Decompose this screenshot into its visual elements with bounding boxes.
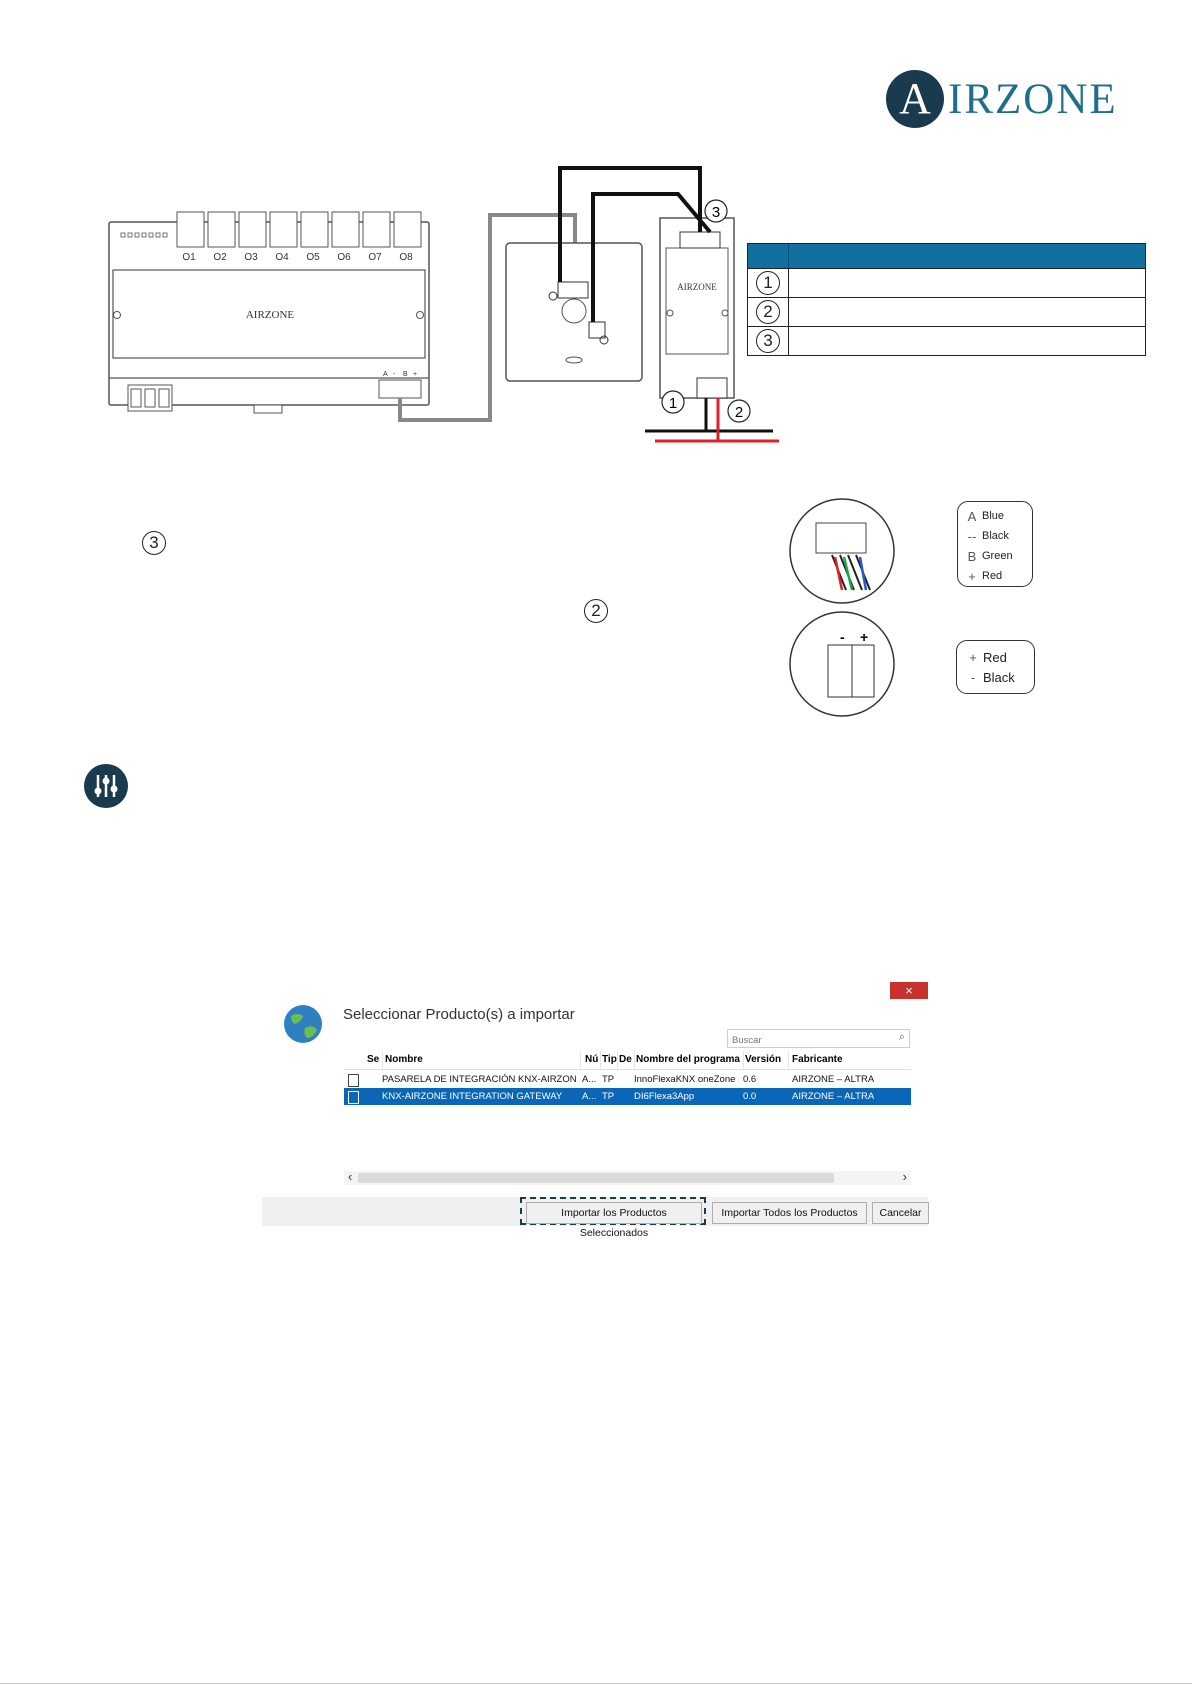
marker-3-top: 3	[712, 204, 720, 221]
legend-table: 1 2 3	[747, 243, 1146, 356]
product-icon	[348, 1074, 359, 1087]
legend-header	[748, 244, 1145, 268]
import-dialog: × Seleccionar Producto(s) a importar ⌕	[262, 980, 928, 1226]
bus-label-plus: +	[413, 371, 417, 378]
import-all-button[interactable]: Importar Todos los Productos	[712, 1202, 867, 1224]
legend-row-2: 2	[748, 297, 1145, 326]
wall-plate	[505, 242, 643, 382]
logo-mark: A	[886, 70, 944, 128]
product-icon	[348, 1091, 359, 1104]
table-row[interactable]: PASARELA DE INTEGRACIÓN KNX-AIRZONE A...…	[344, 1071, 911, 1088]
col-header-tipo[interactable]: Tip	[602, 1051, 618, 1069]
cancel-button[interactable]: Cancelar	[872, 1202, 929, 1224]
search-box[interactable]: ⌕	[727, 1029, 910, 1048]
footer-line	[0, 1683, 1192, 1684]
central-controller	[108, 211, 577, 422]
output-label-o3: O3	[244, 252, 258, 263]
bus-label-minus: -	[393, 371, 396, 378]
settings-sliders-icon	[84, 764, 128, 808]
power-row-red: +Red	[969, 649, 1007, 665]
bus-label-a: A	[383, 371, 388, 378]
table-row-selected[interactable]: KNX-AIRZONE INTEGRATION GATEWAY A... TP …	[344, 1088, 911, 1105]
color-row-red: +Red	[968, 568, 1003, 584]
gateway-brand: AIRZONE	[677, 282, 717, 292]
scroll-thumb[interactable]	[358, 1173, 834, 1183]
scroll-right-arrow[interactable]: ›	[902, 1169, 907, 1184]
text-marker-3: 3	[142, 531, 166, 555]
search-input[interactable]	[728, 1033, 882, 1048]
scroll-left-arrow[interactable]: ‹	[348, 1169, 353, 1184]
power-color-legend: +Red -Black	[956, 640, 1035, 694]
legend-row-1: 1	[748, 268, 1145, 297]
airzone-logo: A IRZONE	[886, 70, 1116, 132]
svg-text:-: -	[840, 629, 845, 645]
connector-detail: - +	[789, 498, 895, 717]
text-marker-2: 2	[584, 599, 608, 623]
globe-icon	[284, 1005, 322, 1043]
output-label-o1: O1	[182, 252, 196, 263]
dialog-title: Seleccionar Producto(s) a importar	[343, 1006, 575, 1023]
col-header-select[interactable]: Se	[367, 1051, 383, 1069]
output-label-o8: O8	[399, 252, 413, 263]
col-header-fabricante[interactable]: Fabricante	[792, 1054, 843, 1065]
close-button[interactable]: ×	[890, 982, 928, 999]
header-divider	[344, 1069, 911, 1070]
logo-wordmark: IRZONE	[948, 76, 1118, 123]
marker-1: 1	[669, 395, 677, 412]
search-icon[interactable]: ⌕	[898, 1031, 905, 1043]
marker-2: 2	[735, 404, 743, 421]
power-row-black: -Black	[970, 669, 1015, 685]
col-header-nombre[interactable]: Nombre	[385, 1051, 581, 1069]
controller-brand: AIRZONE	[246, 309, 295, 321]
import-selected-button[interactable]: Importar los Productos Seleccionados	[526, 1202, 702, 1239]
highlight-frame	[520, 1197, 706, 1225]
legend-row-3: 3	[748, 326, 1145, 355]
wiring-diagram: O1 O2 O3 O4 O5 O6 O7 O8 A - B + AIRZONE …	[108, 166, 779, 443]
col-header-version[interactable]: Versión	[745, 1051, 789, 1069]
output-label-o6: O6	[337, 252, 351, 263]
bus-label-b: B	[403, 371, 408, 378]
color-row-black: --Black	[967, 528, 1009, 544]
output-label-o4: O4	[275, 252, 289, 263]
output-label-o2: O2	[213, 252, 227, 263]
horizontal-scrollbar[interactable]: ‹ ›	[344, 1169, 911, 1185]
col-header-descripcion[interactable]: De	[619, 1051, 635, 1069]
output-label-o7: O7	[368, 252, 382, 263]
knx-gateway	[659, 217, 735, 399]
col-header-numero[interactable]: Nú	[585, 1051, 601, 1069]
col-header-programa[interactable]: Nombre del programa	[636, 1051, 744, 1069]
output-label-o5: O5	[306, 252, 320, 263]
svg-text:+: +	[860, 629, 868, 645]
